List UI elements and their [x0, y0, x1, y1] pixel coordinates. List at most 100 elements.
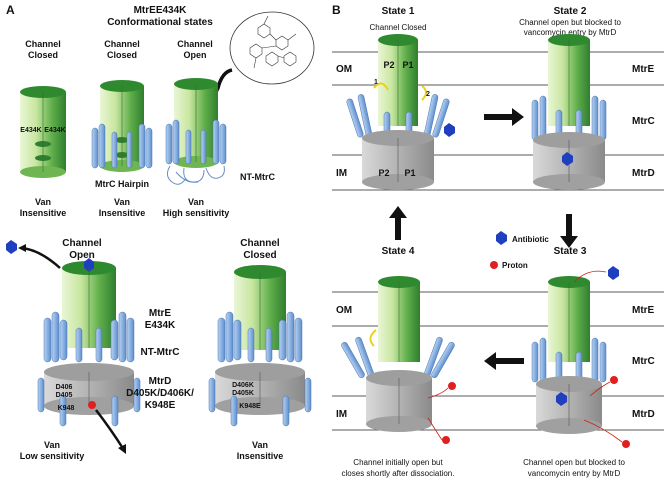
res-k948: K948: [58, 405, 75, 412]
state1-p1-bottom: P1: [404, 168, 415, 178]
state4-im: IM: [336, 409, 347, 420]
arrow-4-to-1: [389, 206, 407, 240]
state1-p2-bottom: P2: [378, 168, 389, 178]
state3-desc2: High sensitivity: [163, 208, 230, 218]
state3-antibiotic-exit: [608, 266, 619, 280]
state2-sub2: vancomycin entry by MtrD: [524, 28, 617, 37]
vancomycin-structure-inset: [229, 11, 315, 85]
state1-desc2: Insensitive: [20, 208, 67, 218]
state4-mtrd: [366, 370, 456, 444]
mtre-cylinder-3: [174, 78, 218, 168]
van-left2: Low sensitivity: [20, 451, 85, 461]
state2-title: State 2: [554, 6, 587, 17]
state2-mtre: [548, 34, 590, 126]
panel-b-letter: B: [332, 3, 341, 17]
state2-label1: Channel: [104, 39, 140, 49]
state2-desc1: Van: [114, 197, 130, 207]
bottom-mtre2: E434K: [145, 320, 176, 331]
state1-mtre: [378, 34, 418, 126]
antibiotic-legend-icon: [496, 231, 507, 245]
state4-mtre: [378, 276, 420, 362]
proton-legend-label: Proton: [502, 261, 528, 270]
caption-left1: Channel initially open but: [353, 458, 443, 467]
state3-title: State 3: [554, 246, 587, 257]
state2-sub1: Channel open but blocked to: [519, 18, 621, 27]
mtre-cylinder-1: [20, 86, 66, 178]
van-right1: Van: [252, 440, 268, 450]
mtrc-bottom-closed: [217, 311, 303, 363]
state2-label2: Closed: [107, 50, 137, 60]
bottom-mtrd3: K948E: [145, 400, 176, 411]
e434k-left: E434K: [20, 127, 41, 134]
res-d405: D405: [56, 392, 73, 399]
state1-num1: 1: [374, 79, 378, 86]
proton-arrowhead-left: [118, 444, 126, 454]
state1-desc1: Van: [35, 197, 51, 207]
state1-yellow-arrow-2: [421, 85, 427, 101]
e434k-right: E434K: [44, 127, 65, 134]
bottom-mtre1: MtrE: [149, 308, 172, 319]
state3-desc1: Van: [188, 197, 204, 207]
mtrd-tm-helices-right: [208, 377, 312, 427]
state1-p1-top: P1: [402, 60, 413, 70]
res-d406k: D406K: [232, 382, 254, 389]
bottom-closed-label2: Closed: [243, 250, 276, 261]
entry-arrow: [212, 68, 233, 97]
state3-mtre: MtrE: [632, 305, 655, 316]
nt-mtrc-loops: [166, 165, 225, 185]
mtrd-bottom-open: [44, 363, 134, 415]
van-right2: Insensitive: [237, 451, 284, 461]
state4-yellow-arrow: [369, 329, 377, 347]
mtre-bottom-closed: [234, 265, 286, 350]
state2-desc2: Insensitive: [99, 208, 146, 218]
state2-mtrd: MtrD: [632, 168, 655, 179]
exit-arrowhead: [18, 244, 26, 252]
state4-title: State 4: [382, 246, 415, 257]
state3-label1: Channel: [177, 39, 213, 49]
arrow-1-to-2: [484, 108, 524, 126]
panel-a-letter: A: [6, 3, 15, 17]
mtrc-bottom-open: [43, 311, 135, 363]
state3-exit-path: [573, 270, 607, 283]
state1-mtrd: [362, 130, 434, 190]
res-d406: D406: [56, 384, 73, 391]
state1-subtitle: Channel Closed: [370, 23, 427, 32]
mtre-cylinder-2: [100, 80, 144, 172]
state3-mtrc: [531, 337, 607, 385]
caption-right1: Channel open but blocked to: [523, 458, 625, 467]
arrow-2-to-3: [560, 214, 578, 248]
bottom-closed-label1: Channel: [240, 238, 280, 249]
state3-mtrc: MtrC: [632, 356, 655, 367]
caption-right2: vancomycin entry by MtrD: [528, 469, 621, 478]
bottom-open-label2: Open: [69, 250, 95, 261]
mtrd-bottom-closed: [215, 363, 305, 415]
state2-mtrd: [533, 132, 605, 190]
exit-arrow: [21, 246, 61, 269]
state1-p2-top: P2: [383, 60, 394, 70]
hairpin-label: MtrC Hairpin: [95, 179, 149, 189]
res-k948e: K948E: [239, 403, 261, 410]
mtrc-helices-open: [165, 119, 227, 165]
van-left1: Van: [44, 440, 60, 450]
bottom-open-label1: Channel: [62, 238, 102, 249]
bottom-mtrd2: D405K/D406K/: [126, 388, 194, 399]
antibiotic-legend-label: Antibiotic: [512, 235, 549, 244]
antibiotic-hexagon-left: [6, 240, 17, 254]
arrow-3-to-4: [484, 352, 524, 370]
state1-im: IM: [336, 168, 347, 179]
caption-left2: closes shortly after dissociation.: [342, 469, 455, 478]
state1-num2: 2: [426, 91, 430, 98]
state2-mtre: MtrE: [632, 64, 655, 75]
state1-label1: Channel: [25, 39, 61, 49]
state1-om: OM: [336, 64, 352, 75]
mtre-bottom-open: [62, 258, 116, 348]
panel-a-title-line1: MtrEE434K: [134, 5, 188, 16]
bottom-nt-mtrc: NT-MtrC: [141, 347, 180, 358]
state3-label2: Open: [183, 50, 206, 60]
state1-yellow-arrow-1: [373, 82, 389, 91]
state1-label2: Closed: [28, 50, 58, 60]
mtrd-tm-helices-left: [37, 377, 141, 427]
panel-a-title-line2: Conformational states: [107, 17, 213, 28]
state3-mtrd: [536, 376, 630, 448]
